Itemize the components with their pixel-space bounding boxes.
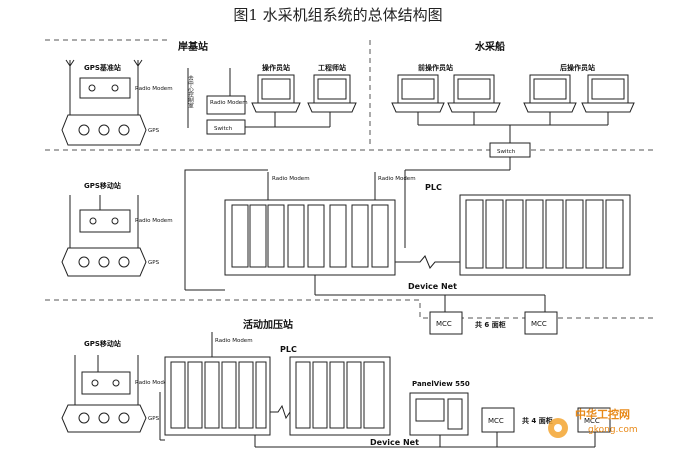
pressure-plc-label: PLC	[280, 345, 297, 354]
zone-label-shore: 岸基站	[178, 40, 208, 53]
pressure-device-net: Device Net	[370, 438, 419, 447]
shore-radio-modem: Radio Modem	[210, 100, 248, 106]
pressure-radio-modem: Radio Modem	[215, 338, 253, 344]
shore-operator-station: 操作员站	[262, 63, 290, 72]
to-center-control-room: 去中心控制室	[187, 74, 194, 109]
zone-label-pressure-station: 活动加压站	[243, 318, 293, 331]
ship-mcc: MCC	[436, 320, 452, 328]
ship-plc-rack-a-slots	[231, 204, 389, 268]
middle-zone-divider	[45, 299, 655, 319]
pressure-mcc: MCC	[488, 417, 504, 425]
ship-operator-stations: 前操作员站 后操作员站 Switch	[391, 63, 635, 248]
gps-base-label: GPS基准站	[84, 63, 121, 72]
zone-label-ship: 水采船	[474, 40, 505, 53]
ship-radio-modem-2: Radio Modem	[378, 176, 416, 182]
front-operator-label: 前操作员站	[418, 63, 453, 72]
ship-radio-modem-1: Radio Modem	[272, 176, 310, 182]
rear-operator-label: 后操作员站	[560, 63, 595, 72]
pressure-mcc-2: MCC	[584, 417, 600, 425]
ship-plc: PLC Radio Modem Radio Modem	[184, 169, 631, 335]
pressure-cabinet-count: 共 4 面柜	[522, 416, 553, 425]
shore-engineer-station: 工程师站	[318, 63, 346, 72]
pressure-plc-rack-b-slots	[295, 361, 385, 429]
gps-mobile-1-label: GPS移动站	[84, 181, 121, 190]
ship-mcc-2: MCC	[531, 320, 547, 328]
gps-mobile-1-radio-modem: Radio Modem	[135, 218, 173, 224]
gps-mobile-2-gps-label: GPS	[148, 416, 160, 422]
ship-cabinet-count: 共 6 面柜	[475, 320, 506, 329]
panelview-label: PanelView 550	[412, 380, 470, 388]
watermark-cn: 中华工控网	[575, 407, 630, 421]
gps-base-station: GPS基准站 Radio Modem GPS	[61, 59, 173, 146]
shore-station: 去中心控制室 Radio Modem Switch 操作员站 工程师站	[187, 63, 357, 135]
gps-mobile-2-label: GPS移动站	[84, 339, 121, 348]
shore-switch: Switch	[214, 126, 233, 132]
gps-mobile-station-2: GPS移动站 Radio Modem GPS	[61, 339, 173, 433]
gkong-watermark: 中华工控网 gkong.com	[548, 407, 638, 438]
gps-base-gps-label: GPS	[148, 128, 160, 134]
figure-title: 图1 水采机组系统的总体结构图	[233, 6, 442, 24]
ship-switch: Switch	[497, 149, 516, 155]
pressure-plc-rack-a-slots	[170, 361, 267, 429]
gps-base-radio-modem: Radio Modem	[135, 86, 173, 92]
gps-mobile-1-gps-label: GPS	[148, 260, 160, 266]
gps-mobile-2-radio-modem: Radio Modem	[135, 380, 173, 386]
watermark-url: gkong.com	[588, 425, 638, 435]
ship-plc-label: PLC	[425, 183, 442, 192]
pressure-station: Radio Modem PLC PanelView 550	[159, 332, 611, 448]
gps-mobile-station-1: GPS移动站 Radio Modem GPS	[61, 181, 173, 277]
ship-plc-rack-b-slots	[465, 199, 624, 269]
ship-device-net: Device Net	[408, 282, 457, 291]
